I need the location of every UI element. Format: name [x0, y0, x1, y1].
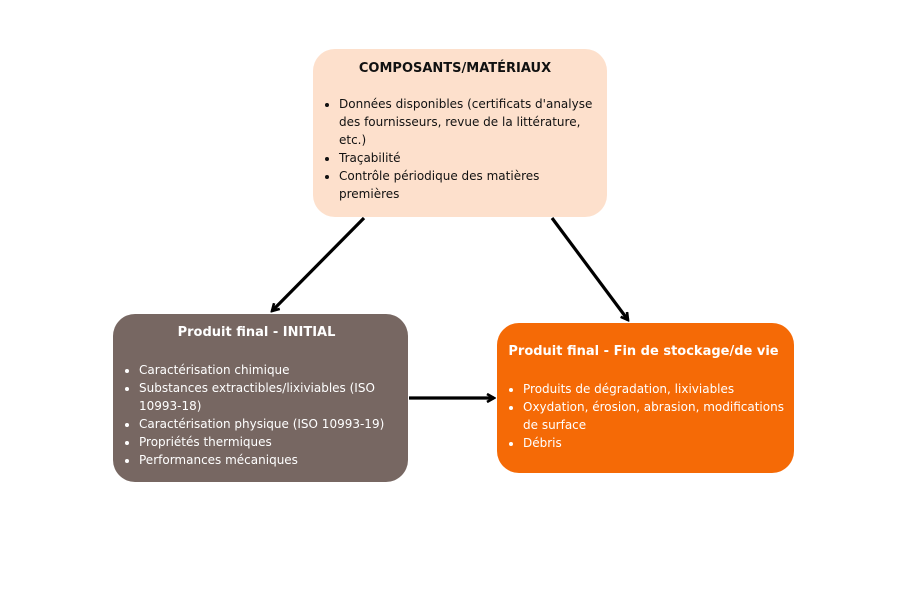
- list-item: Contrôle périodique des matières premièr…: [339, 167, 597, 203]
- list-item: Substances extractibles/lixiviables (ISO…: [139, 379, 400, 415]
- materials-title: COMPOSANTS/MATÉRIAUX: [358, 61, 552, 76]
- initial-product-title: Produit final - INITIAL: [177, 325, 336, 340]
- list-item: Produits de dégradation, lixiviables: [523, 380, 790, 398]
- list-item: Traçabilité: [339, 149, 597, 167]
- list-item: Performances mécaniques: [139, 451, 400, 469]
- list-item: Propriétés thermiques: [139, 433, 400, 451]
- end-of-life-product-title: Produit final - Fin de stockage/de vie: [508, 344, 779, 359]
- initial-product-box: Produit final - INITIAL Caractérisation …: [113, 314, 408, 482]
- materials-box: COMPOSANTS/MATÉRIAUX Données disponibles…: [313, 49, 607, 217]
- arrow-materials-to-end-of-life: [550, 217, 628, 320]
- list-item: Débris: [523, 434, 790, 452]
- end-of-life-product-box: Produit final - Fin de stockage/de vie P…: [497, 323, 794, 473]
- materials-list: Données disponibles (certificats d'analy…: [313, 95, 597, 203]
- arrow-materials-to-initial: [272, 216, 366, 311]
- list-item: Caractérisation chimique: [139, 361, 400, 379]
- list-item: Caractérisation physique (ISO 10993-19): [139, 415, 400, 433]
- initial-product-list: Caractérisation chimique Substances extr…: [113, 361, 400, 469]
- list-item: Données disponibles (certificats d'analy…: [339, 95, 597, 149]
- end-of-life-product-list: Produits de dégradation, lixiviables Oxy…: [497, 380, 790, 452]
- list-item: Oxydation, érosion, abrasion, modificati…: [523, 398, 790, 434]
